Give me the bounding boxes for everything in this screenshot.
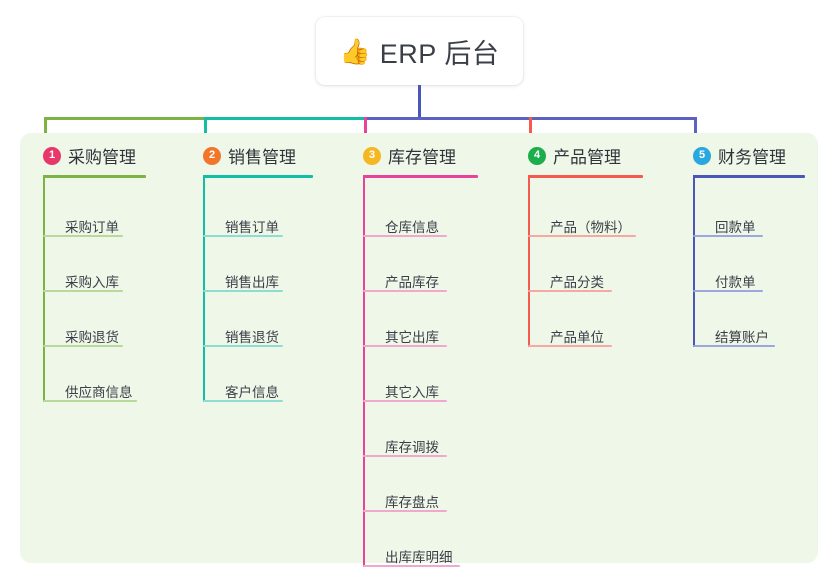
- column-spine: [693, 175, 695, 347]
- leaf-item-rule: [363, 290, 447, 292]
- leaf-item-rule: [43, 235, 123, 237]
- leaf-item-rule: [43, 345, 123, 347]
- leaf-item-rule: [203, 235, 283, 237]
- leaf-item-rule: [203, 345, 283, 347]
- leaf-item[interactable]: 付款单: [715, 275, 756, 290]
- column-index-badge: 4: [528, 146, 546, 165]
- leaf-item[interactable]: 产品库存: [385, 275, 439, 290]
- root-stem-connector: [418, 85, 421, 120]
- leaf-item[interactable]: 销售出库: [225, 275, 279, 290]
- leaf-item-rule: [693, 345, 775, 347]
- leaf-item[interactable]: 其它出库: [385, 330, 439, 345]
- column-spine: [43, 175, 45, 402]
- leaf-item[interactable]: 销售订单: [225, 220, 279, 235]
- column-header-1[interactable]: 1 采购管理: [43, 143, 136, 168]
- column-title: 库存管理: [388, 148, 456, 167]
- column-header-4[interactable]: 4 产品管理: [528, 143, 621, 168]
- leaf-item-rule: [43, 400, 137, 402]
- leaf-item[interactable]: 采购入库: [65, 275, 119, 290]
- leaf-item[interactable]: 产品单位: [550, 330, 604, 345]
- column-title: 采购管理: [68, 148, 136, 167]
- leaf-item[interactable]: 客户信息: [225, 385, 279, 400]
- column-header-rule: [43, 175, 146, 178]
- leaf-item-rule: [363, 345, 447, 347]
- leaf-item[interactable]: 销售退货: [225, 330, 279, 345]
- branch-drop-2: [204, 117, 207, 147]
- column-header-3[interactable]: 3 库存管理: [363, 143, 456, 168]
- branch-drop-1: [44, 117, 47, 147]
- column-title: 产品管理: [553, 148, 621, 167]
- branch-drop-5: [694, 117, 697, 147]
- leaf-item[interactable]: 采购退货: [65, 330, 119, 345]
- leaf-item[interactable]: 供应商信息: [65, 385, 133, 400]
- thumbs-up-emoji: 👍: [339, 36, 371, 66]
- root-node[interactable]: 👍 ERP 后台: [316, 17, 523, 85]
- column-index-badge: 1: [43, 146, 61, 165]
- root-node-title: ERP 后台: [379, 38, 500, 69]
- column-header-rule: [203, 175, 313, 178]
- leaf-item-rule: [528, 235, 636, 237]
- column-spine: [363, 175, 365, 567]
- branch-drop-3: [364, 117, 367, 147]
- leaf-item-rule: [43, 290, 123, 292]
- leaf-item[interactable]: 库存盘点: [385, 495, 439, 510]
- column-header-rule: [693, 175, 805, 178]
- leaf-item-rule: [693, 235, 763, 237]
- leaf-item[interactable]: 采购订单: [65, 220, 119, 235]
- trunk-segment-2: [204, 117, 367, 120]
- leaf-item-rule: [363, 565, 460, 567]
- trunk-segment-1: [44, 117, 207, 120]
- leaf-item-rule: [363, 235, 447, 237]
- column-header-rule: [528, 175, 643, 178]
- column-title: 财务管理: [718, 148, 786, 167]
- leaf-item[interactable]: 仓库信息: [385, 220, 439, 235]
- leaf-item[interactable]: 结算账户: [715, 330, 769, 345]
- leaf-item-rule: [363, 510, 447, 512]
- leaf-item[interactable]: 库存调拨: [385, 440, 439, 455]
- leaf-item-rule: [528, 290, 612, 292]
- column-index-badge: 2: [203, 146, 221, 165]
- leaf-item-rule: [693, 290, 763, 292]
- leaf-item[interactable]: 其它入库: [385, 385, 439, 400]
- column-header-5[interactable]: 5 财务管理: [693, 143, 786, 168]
- branch-drop-4: [529, 117, 532, 147]
- leaf-item[interactable]: 回款单: [715, 220, 756, 235]
- leaf-item-rule: [363, 400, 447, 402]
- column-header-rule: [363, 175, 478, 178]
- column-title: 销售管理: [228, 148, 296, 167]
- root-node-content: 👍 ERP 后台: [340, 32, 500, 71]
- column-spine: [528, 175, 530, 347]
- leaf-item-rule: [203, 400, 283, 402]
- column-header-2[interactable]: 2 销售管理: [203, 143, 296, 168]
- leaf-item[interactable]: 出库库明细: [385, 550, 453, 565]
- leaf-item[interactable]: 产品（物料）: [550, 220, 631, 235]
- leaf-item[interactable]: 产品分类: [550, 275, 604, 290]
- leaf-item-rule: [203, 290, 283, 292]
- branches-panel: 1 采购管理采购订单采购入库采购退货供应商信息 2 销售管理销售订单销售出库销售退货客…: [20, 133, 818, 567]
- column-index-badge: 5: [693, 146, 711, 165]
- column-spine: [203, 175, 205, 402]
- leaf-item-rule: [528, 345, 612, 347]
- leaf-item-rule: [363, 455, 447, 457]
- column-index-badge: 3: [363, 146, 381, 165]
